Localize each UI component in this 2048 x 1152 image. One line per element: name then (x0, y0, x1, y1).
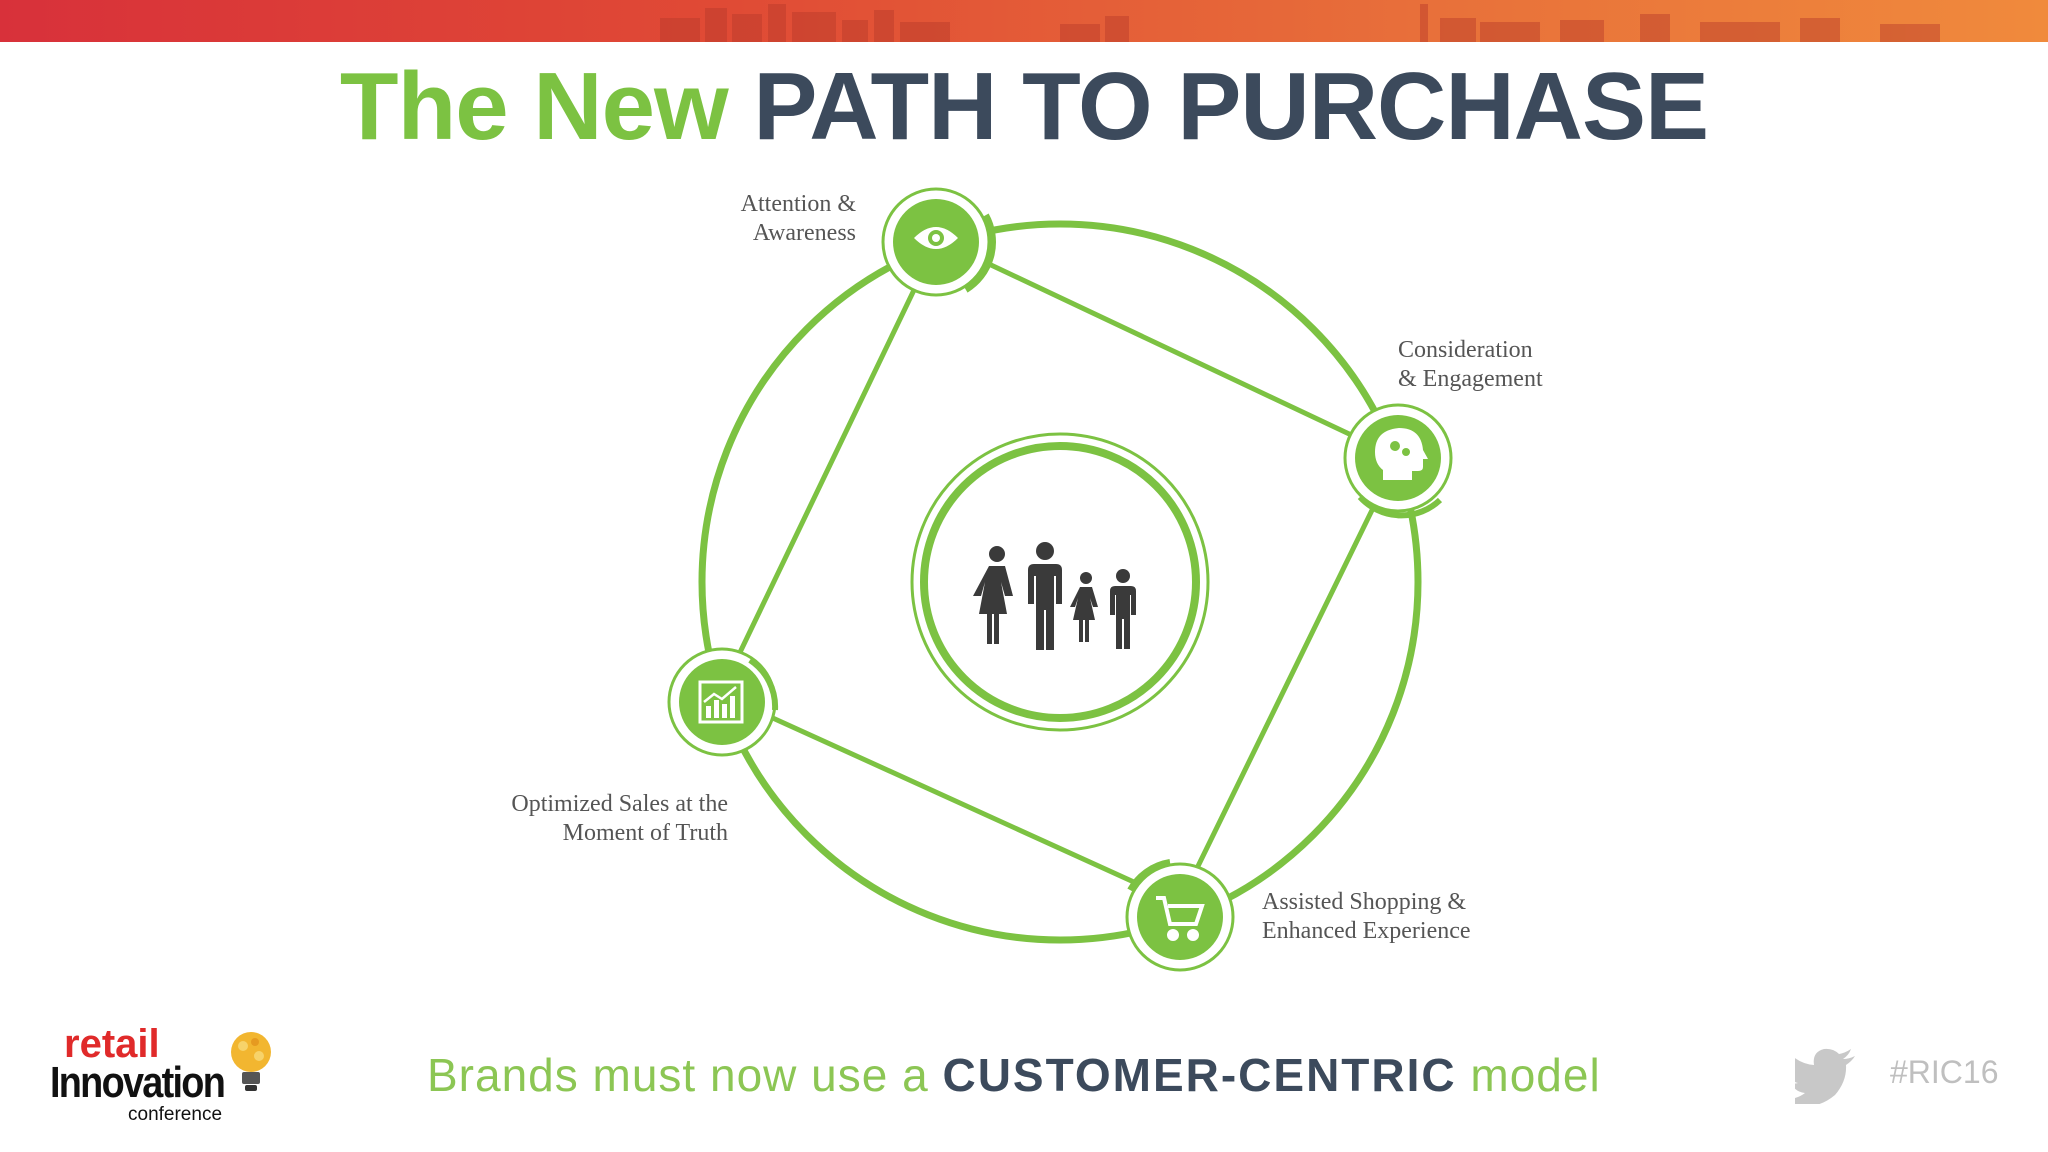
footer-prefix: Brands must now use a (427, 1049, 929, 1101)
stage-label-assisted-shopping: Assisted Shopping & Enhanced Experience (1262, 889, 1471, 944)
logo-line-conference: conference (128, 1104, 223, 1125)
stage-label-attention: Attention & Awareness (740, 191, 856, 246)
shopping-cart-icon (1156, 896, 1205, 941)
stage-label-optimized-sales: Optimized Sales at the Moment of Truth (511, 791, 728, 846)
event-hashtag: #RIC16 (1890, 1054, 1999, 1090)
title-main: PATH TO PURCHASE (753, 53, 1709, 160)
top-banner (0, 0, 2048, 42)
twitter-bird-icon (1795, 1048, 1855, 1104)
stage-node-optimized-sales (667, 647, 779, 757)
eye-icon (914, 227, 958, 249)
bar-chart-icon (698, 680, 744, 724)
logo-line-retail: retail (64, 1022, 160, 1066)
head-gears-icon (1375, 428, 1428, 480)
retail-innovation-logo: retail Innovation conference (50, 1022, 290, 1128)
title-prefix: The New (339, 53, 729, 160)
stage-node-assisted-shopping (1125, 859, 1235, 972)
logo-line-innovation: Innovation (50, 1058, 226, 1107)
lightbulb-icon (231, 1032, 271, 1091)
stage-node-attention (881, 187, 996, 297)
outer-ring (698, 220, 1422, 944)
stage-label-consideration: Consideration & Engagement (1398, 337, 1543, 392)
family-icon (973, 542, 1136, 650)
footer-tagline: Brands must now use a CUSTOMER-CENTRIC m… (427, 1040, 1601, 1110)
page-title: The New PATH TO PURCHASE (0, 52, 2048, 162)
city-skyline-graphic (660, 4, 1940, 42)
footer-emphasis: CUSTOMER-CENTRIC (942, 1049, 1457, 1101)
footer-suffix: model (1470, 1049, 1601, 1101)
